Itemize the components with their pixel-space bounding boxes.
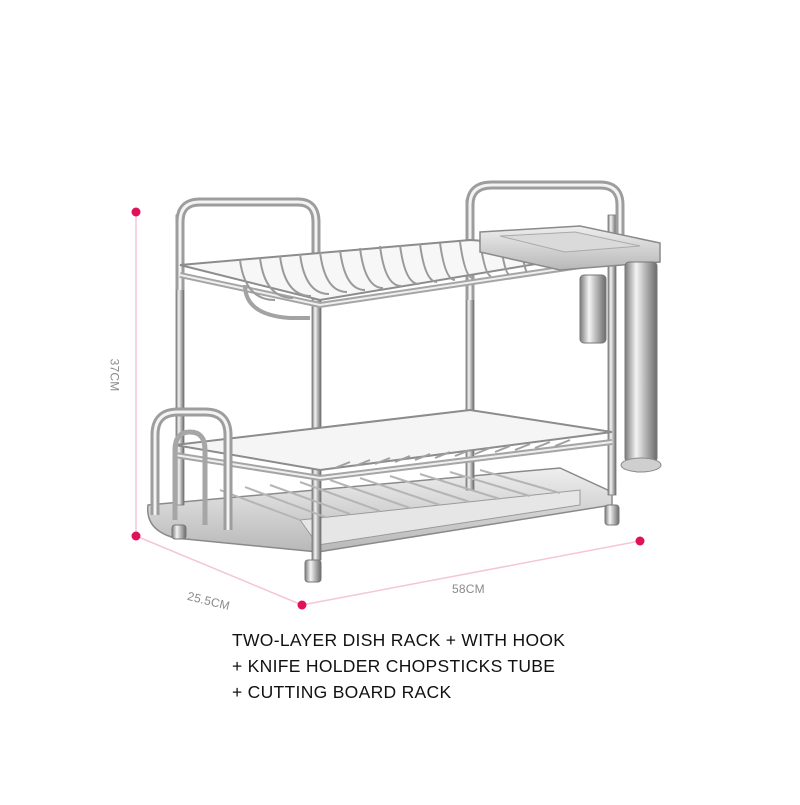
width-dimension-label: 58CM [452, 582, 485, 596]
lower-plate-wires [334, 439, 571, 469]
caption-line-2: + KNIFE HOLDER CHOPSTICKS TUBE [232, 656, 556, 676]
rack-feet [171, 504, 620, 583]
hook [243, 284, 310, 320]
height-dimension-label: 37CM [107, 358, 122, 392]
top-plate-wires [239, 240, 528, 301]
caption-line-3: + CUTTING BOARD RACK [232, 682, 452, 702]
caption-line-1: TWO-LAYER DISH RACK + WITH HOOK [232, 630, 566, 650]
product-caption: TWO-LAYER DISH RACK + WITH HOOK + KNIFE … [232, 627, 752, 705]
dimension-dots [131, 207, 645, 610]
dimension-lines [135, 212, 641, 606]
chopsticks-tube [624, 261, 658, 463]
lower-shelf-frame [174, 408, 613, 472]
knife-holder [579, 274, 607, 344]
drain-slats [219, 469, 561, 521]
